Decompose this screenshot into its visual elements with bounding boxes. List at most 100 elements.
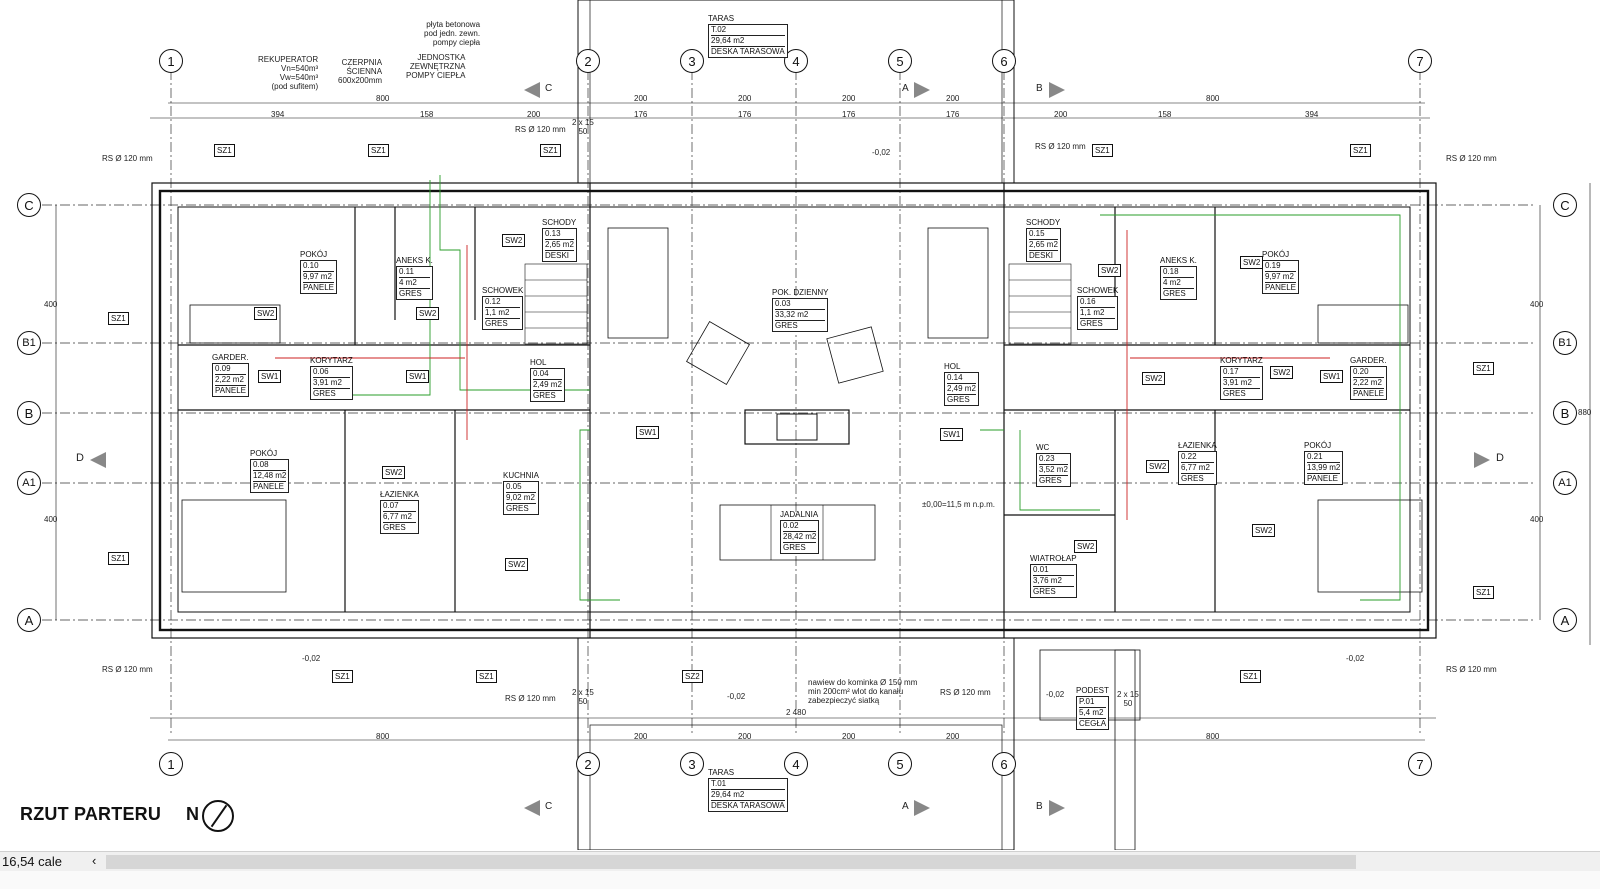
grid-col-1-top: 1 <box>159 49 183 73</box>
north-arrow-icon <box>202 800 234 832</box>
dim-right-2: 400 <box>1530 515 1544 524</box>
grid-row-a1-left: A1 <box>17 471 41 495</box>
tag-sz1-8: SZ1 <box>1473 362 1494 375</box>
note-rs-bottom-center: RS Ø 120 mm <box>505 694 556 703</box>
note-level-bottom-right: -0,02 <box>1046 690 1065 699</box>
note-level-top: -0,02 <box>872 148 891 157</box>
note-kominek: nawiew do kominka Ø 150 mm min 200cm² wl… <box>808 678 918 705</box>
note-level-bottom-center: -0,02 <box>727 692 746 701</box>
tag-sz1-6: SZ1 <box>108 312 129 325</box>
note-rs-top-center: RS Ø 120 mm <box>515 125 566 134</box>
note-rs-top-right: RS Ø 120 mm <box>1035 142 1086 151</box>
note-rs-bottom-far-right: RS Ø 120 mm <box>1446 665 1497 674</box>
dim-top-2: 200 <box>634 94 648 103</box>
dim-right-1: 400 <box>1530 300 1544 309</box>
tag-sw2-10: SW2 <box>1146 460 1170 473</box>
note-plyta: płyta betonowa pod jedn. zewn. pompy cie… <box>424 20 481 47</box>
tag-sz1-1: SZ1 <box>214 144 235 157</box>
tag-sz1-10: SZ1 <box>332 670 353 683</box>
note-czerpnia: CZERPNIA ŚCIENNA 600x200mm <box>338 58 383 85</box>
grid-row-b-left: B <box>17 401 41 425</box>
dim-top-detail-3: 200 <box>527 110 541 119</box>
dim-bottom-2: 200 <box>634 732 648 741</box>
tag-sw2-12: SW2 <box>1074 540 1098 553</box>
tag-sw2-8: SW2 <box>1142 372 1166 385</box>
zoom-level[interactable]: 16,54 cale <box>2 854 62 869</box>
scroll-left-button[interactable]: ‹ <box>92 853 97 868</box>
dim-top-3: 200 <box>738 94 752 103</box>
grid-row-a-left: A <box>17 608 41 632</box>
note-level-bottom-far-right: -0,02 <box>1346 654 1365 663</box>
tag-sw1-2: SW1 <box>406 370 430 383</box>
horizontal-scrollbar[interactable] <box>106 855 1356 869</box>
tag-sw1-4: SW1 <box>940 428 964 441</box>
section-mark-b-top: B <box>1036 83 1043 94</box>
tag-sz1-3: SZ1 <box>540 144 561 157</box>
bottom-strip <box>0 871 1600 889</box>
dim-bottom-3: 200 <box>738 732 752 741</box>
grid-col-5-bottom: 5 <box>888 752 912 776</box>
tag-sz1-7: SZ1 <box>108 552 129 565</box>
tag-sw2-3: SW2 <box>416 307 440 320</box>
dim-top-detail-10: 394 <box>1305 110 1319 119</box>
dim-top-detail-1: 394 <box>271 110 285 119</box>
dim-top-6: 800 <box>1206 94 1220 103</box>
tag-sw2-7: SW2 <box>1240 256 1264 269</box>
dim-top-1: 800 <box>376 94 390 103</box>
grid-col-4-bottom: 4 <box>784 752 808 776</box>
dim-top-detail-8: 200 <box>1054 110 1068 119</box>
tag-sw2-5: SW2 <box>505 558 529 571</box>
grid-col-2-bottom: 2 <box>576 752 600 776</box>
tag-sz1-11: SZ1 <box>476 670 497 683</box>
dim-top-detail-4: 176 <box>634 110 648 119</box>
floor-plan-drawing <box>42 0 1591 850</box>
tag-sz1-9: SZ1 <box>1473 586 1494 599</box>
dim-bottom-5: 200 <box>946 732 960 741</box>
section-mark-d-left: D <box>76 452 84 464</box>
tag-sw2-1: SW2 <box>502 234 526 247</box>
drawing-title: RZUT PARTERU <box>20 804 162 824</box>
dim-right-total: 880 <box>1578 408 1592 417</box>
grid-row-b-right: B <box>1553 401 1577 425</box>
status-bar: 16,54 cale ‹ <box>0 851 1600 872</box>
grid-col-1-bottom: 1 <box>159 752 183 776</box>
tag-sz1-2: SZ1 <box>368 144 389 157</box>
grid-col-7-bottom: 7 <box>1408 752 1432 776</box>
grid-row-b1-right: B1 <box>1553 331 1577 355</box>
grid-row-c-right: C <box>1553 193 1577 217</box>
dim-top-detail-2: 158 <box>420 110 434 119</box>
tag-sw1-3: SW1 <box>636 426 660 439</box>
grid-col-3-top: 3 <box>680 49 704 73</box>
note-steps-top: 2 x 15 50 <box>572 118 594 136</box>
tag-sw1-5: SW1 <box>1320 370 1344 383</box>
tag-sw2-6: SW2 <box>1098 264 1122 277</box>
tag-sz1-12: SZ1 <box>1240 670 1261 683</box>
grid-row-a-right: A <box>1553 608 1577 632</box>
grid-col-3-bottom: 3 <box>680 752 704 776</box>
tag-sz1-4: SZ1 <box>1092 144 1113 157</box>
grid-col-5-top: 5 <box>888 49 912 73</box>
grid-col-6-top: 6 <box>992 49 1016 73</box>
dim-top-5: 200 <box>946 94 960 103</box>
grid-row-c-left: C <box>17 193 41 217</box>
grid-row-a1-right: A1 <box>1553 471 1577 495</box>
